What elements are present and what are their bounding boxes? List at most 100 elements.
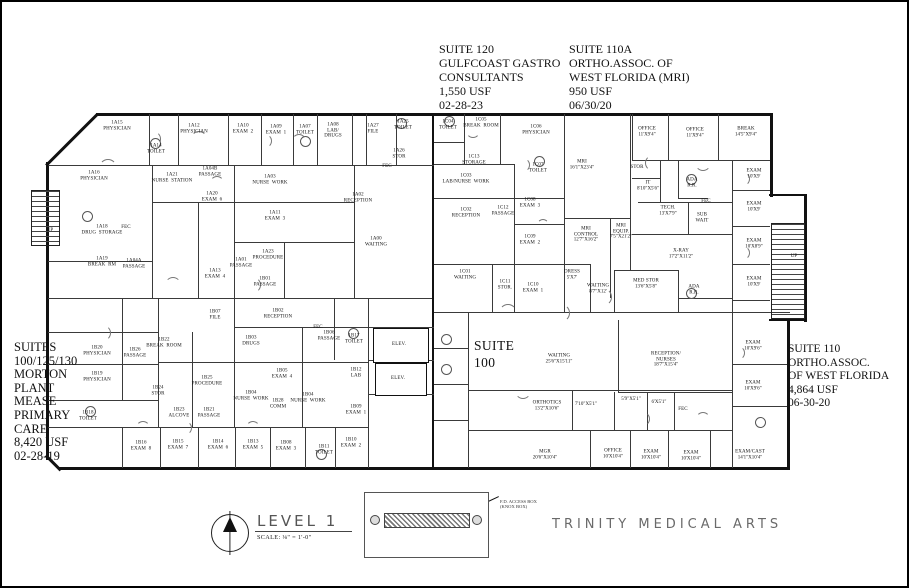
room-label-line: OFFICE xyxy=(638,126,656,132)
wall-segment xyxy=(630,114,631,218)
north-arrow-icon xyxy=(211,511,249,555)
room-label-line: 1A09 xyxy=(270,124,282,130)
room-label-line: CONTROL xyxy=(573,232,599,238)
wall-segment xyxy=(732,226,770,227)
room-label-line: 1A18 xyxy=(96,224,108,230)
room-label-line: FEC xyxy=(313,325,323,331)
wall-segment xyxy=(158,362,235,363)
elevator-shaft xyxy=(373,328,429,363)
room-label-line: EXAM 1 xyxy=(522,288,544,293)
room-label-line: NURSE STATION xyxy=(151,178,193,183)
wall-segment xyxy=(514,264,564,265)
annotation-line: 02-28-19 xyxy=(14,448,60,463)
room-label-line: 1C05 xyxy=(475,117,487,123)
annotation-line: SUITE 120 xyxy=(439,42,494,56)
room-label-line: EXAM xyxy=(683,450,699,456)
toilet-fixture xyxy=(82,211,93,222)
room-label-line: FEC xyxy=(701,199,711,205)
room-label-line: 1A00 xyxy=(370,236,382,242)
room-label-line: 1C10 xyxy=(527,282,539,288)
room-label-line: 1C03 xyxy=(460,173,472,179)
elevator-shaft xyxy=(375,363,427,396)
room-label-line: 20'6"X10'4" xyxy=(532,455,558,460)
room-label-line: 1B12 xyxy=(350,367,362,373)
wall-segment xyxy=(564,218,630,219)
annotation-line: ORTHO.ASSOC. OF xyxy=(569,56,673,70)
annotation-line: MORTON xyxy=(14,367,68,382)
room-label-line: BREAK RM xyxy=(87,262,117,267)
room-label-line: MRI xyxy=(581,226,591,232)
wall-segment xyxy=(48,427,368,428)
wall-segment xyxy=(660,160,661,202)
toilet-fixture xyxy=(534,156,545,167)
room-label-line: EXAM 1 xyxy=(265,130,287,135)
wall-segment xyxy=(45,113,98,167)
room-label-line: FILE xyxy=(209,315,221,320)
annotation-line: 4,864 USF xyxy=(788,383,838,396)
room-label-line: 1C08 xyxy=(524,197,536,203)
wall-segment xyxy=(261,114,262,166)
level-title: LEVEL 1 xyxy=(255,512,353,532)
toilet-fixture xyxy=(444,116,455,127)
door-swing-arc xyxy=(516,158,530,172)
room-label: FEC xyxy=(313,325,322,331)
wall-segment xyxy=(614,270,615,312)
room-label-line: DRESS xyxy=(563,269,581,275)
room-label-line: EXAM 3 xyxy=(275,446,297,451)
room-label-line: 1B02 xyxy=(272,308,284,314)
room-label-line: 1B24 xyxy=(152,385,164,391)
room-label-line: 1A01 xyxy=(235,257,247,263)
room-label-line: 1C06 xyxy=(530,124,542,130)
wall-segment xyxy=(368,327,434,328)
room-label-line: 1A12 xyxy=(188,123,200,129)
wall-segment xyxy=(178,114,179,166)
room-label-line: PASSAGE xyxy=(491,211,515,216)
room-label-line: 1B04 xyxy=(245,390,257,396)
wall-segment xyxy=(770,113,773,197)
room-label-line: 1A10 xyxy=(237,123,249,129)
room-label: FEC xyxy=(701,199,710,205)
wall-segment xyxy=(48,261,153,262)
room-label-line: 1A07 xyxy=(299,124,311,130)
wall-segment xyxy=(614,392,615,430)
door-swing-arc xyxy=(515,383,531,399)
room-label-line: DRUGS xyxy=(242,341,260,346)
door-swing-arc xyxy=(537,219,549,231)
room-label-line: FEC xyxy=(121,225,131,231)
wall-segment xyxy=(48,165,434,166)
knox-box-bar xyxy=(384,513,470,528)
annotation-line: PLANT xyxy=(14,380,55,395)
door-swing-arc xyxy=(695,155,711,171)
room-label-line: 1C01 xyxy=(459,269,471,275)
room-label: STOR xyxy=(630,165,643,171)
room-label-line: TOILET xyxy=(438,125,458,130)
room-label-line: 8'7"X12' xyxy=(589,289,607,294)
wall-segment xyxy=(48,298,432,299)
room-label-line: RECEPTION xyxy=(451,213,481,218)
room-label-line: TOILET xyxy=(344,339,364,344)
wall-segment xyxy=(160,427,161,468)
annotation-line: SUITE 110A xyxy=(569,42,633,56)
door-swing-arc xyxy=(165,277,181,293)
annotation-line: MEASE xyxy=(14,394,57,409)
wall-segment xyxy=(718,114,719,160)
room-label-line: LAB/ xyxy=(327,128,339,134)
wall-segment xyxy=(732,406,787,407)
